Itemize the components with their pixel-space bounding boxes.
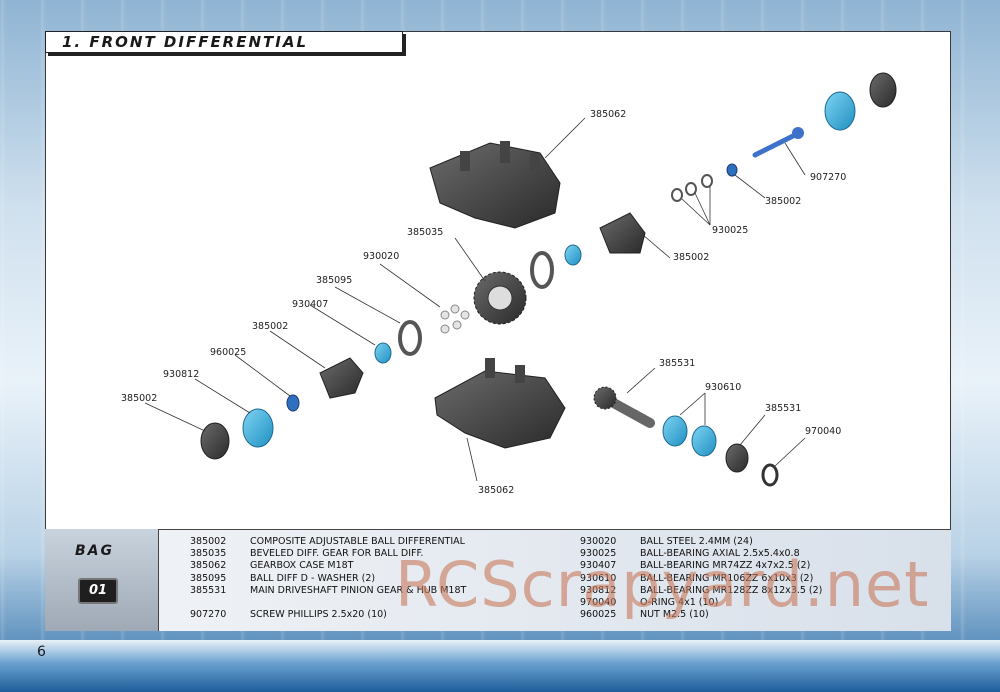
bearing-cap: [869, 72, 897, 108]
leader-lines: [144, 117, 806, 482]
label-385062-lower: 385062: [478, 485, 514, 496]
bearing-930812: [824, 91, 856, 131]
label-907270: 907270: [810, 172, 846, 183]
label-385531-pinion: 385531: [659, 358, 695, 369]
nut-m2-5: [726, 163, 738, 177]
bottom-band: [0, 640, 1000, 692]
axial-bearing: [671, 188, 683, 202]
diff-washer: [398, 320, 422, 356]
bag-box: BAG 01: [45, 529, 159, 631]
label-385095: 385095: [316, 275, 352, 286]
label-385002-left: 385002: [121, 393, 157, 404]
label-385002-left-upper: 385002: [252, 321, 288, 332]
parts-list-band: [45, 529, 951, 631]
label-385035: 385035: [407, 227, 443, 238]
gearbox-case-upper: [429, 141, 561, 229]
diff-washer: [530, 251, 554, 289]
steel-balls: [440, 304, 470, 334]
bearing-930407: [564, 244, 582, 266]
label-930020: 930020: [363, 251, 399, 262]
page-number: 6: [37, 644, 46, 660]
label-930407: 930407: [292, 299, 328, 310]
diff-outdrive: [319, 357, 364, 399]
label-385062-upper: 385062: [590, 109, 626, 120]
beveled-diff-gear: [473, 271, 527, 325]
bearing-930610: [691, 425, 717, 457]
label-970040: 970040: [805, 426, 841, 437]
bearing-930407: [374, 342, 392, 364]
label-930610: 930610: [705, 382, 741, 393]
bag-number: 01: [78, 578, 118, 604]
exploded-diagram: 385062 907270 385002 930025 385002 38503…: [121, 72, 897, 496]
label-385531-hub: 385531: [765, 403, 801, 414]
bearing-cap: [200, 422, 230, 460]
bearing-930812: [242, 408, 274, 448]
section-title: 1. FRONT DIFFERENTIAL: [62, 33, 309, 51]
label-930812: 930812: [163, 369, 199, 380]
pinion-shaft: [593, 386, 655, 428]
section-title-box: 1. FRONT DIFFERENTIAL: [45, 31, 403, 53]
nut-m2-5: [286, 394, 300, 412]
axial-bearing: [685, 182, 697, 196]
label-960025: 960025: [210, 347, 246, 358]
label-930025: 930025: [712, 225, 748, 236]
label-385002-right: 385002: [765, 196, 801, 207]
diff-outdrive: [599, 212, 646, 254]
pinion-hub: [725, 443, 749, 473]
bag-label: BAG: [75, 543, 114, 559]
o-ring: [761, 463, 779, 487]
axial-bearing: [701, 174, 713, 188]
screw-phillips: [752, 127, 804, 158]
label-385002-mid: 385002: [673, 252, 709, 263]
gearbox-case-lower: [434, 358, 566, 449]
bearing-930610: [662, 415, 688, 447]
